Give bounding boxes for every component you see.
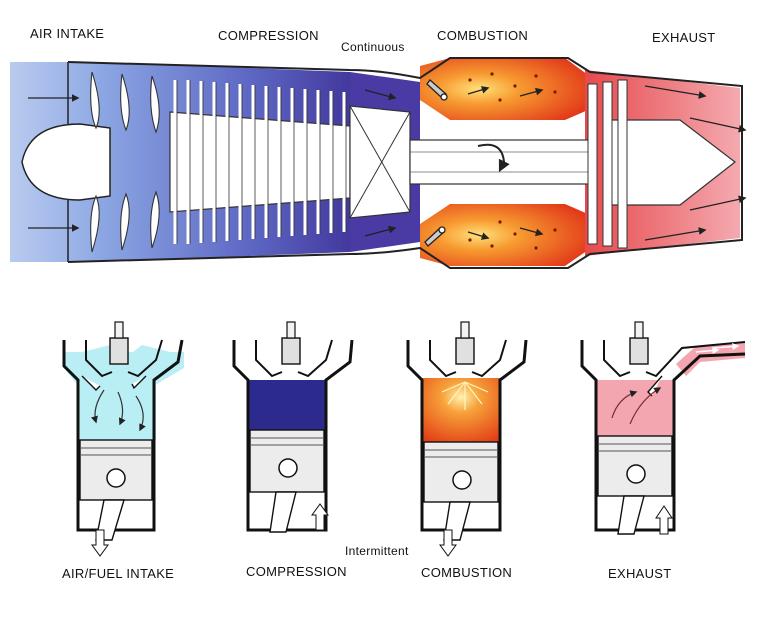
piston-stroke-intake: AIR/FUEL INTAKE (62, 566, 175, 581)
jet-stage-combustion: COMBUSTION (437, 28, 529, 43)
piston-stroke-compression: COMPRESSION (246, 564, 347, 579)
jet-stage-exhaust: EXHAUST (652, 30, 716, 45)
jet-stage-compression: COMPRESSION (218, 28, 319, 43)
piston-cylinder-compression (232, 321, 354, 533)
piston-cylinder-intake (62, 321, 184, 557)
piston-stroke-combustion: COMBUSTION (421, 565, 513, 580)
piston-cylinder-combustion (406, 321, 528, 557)
piston-cylinder-exhaust (580, 321, 746, 535)
jet-mode-label: Continuous (341, 40, 405, 54)
piston-mode-label: Intermittent (345, 544, 409, 558)
piston-stroke-exhaust: EXHAUST (608, 566, 672, 581)
jet-stage-air-intake: AIR INTAKE (30, 26, 105, 41)
